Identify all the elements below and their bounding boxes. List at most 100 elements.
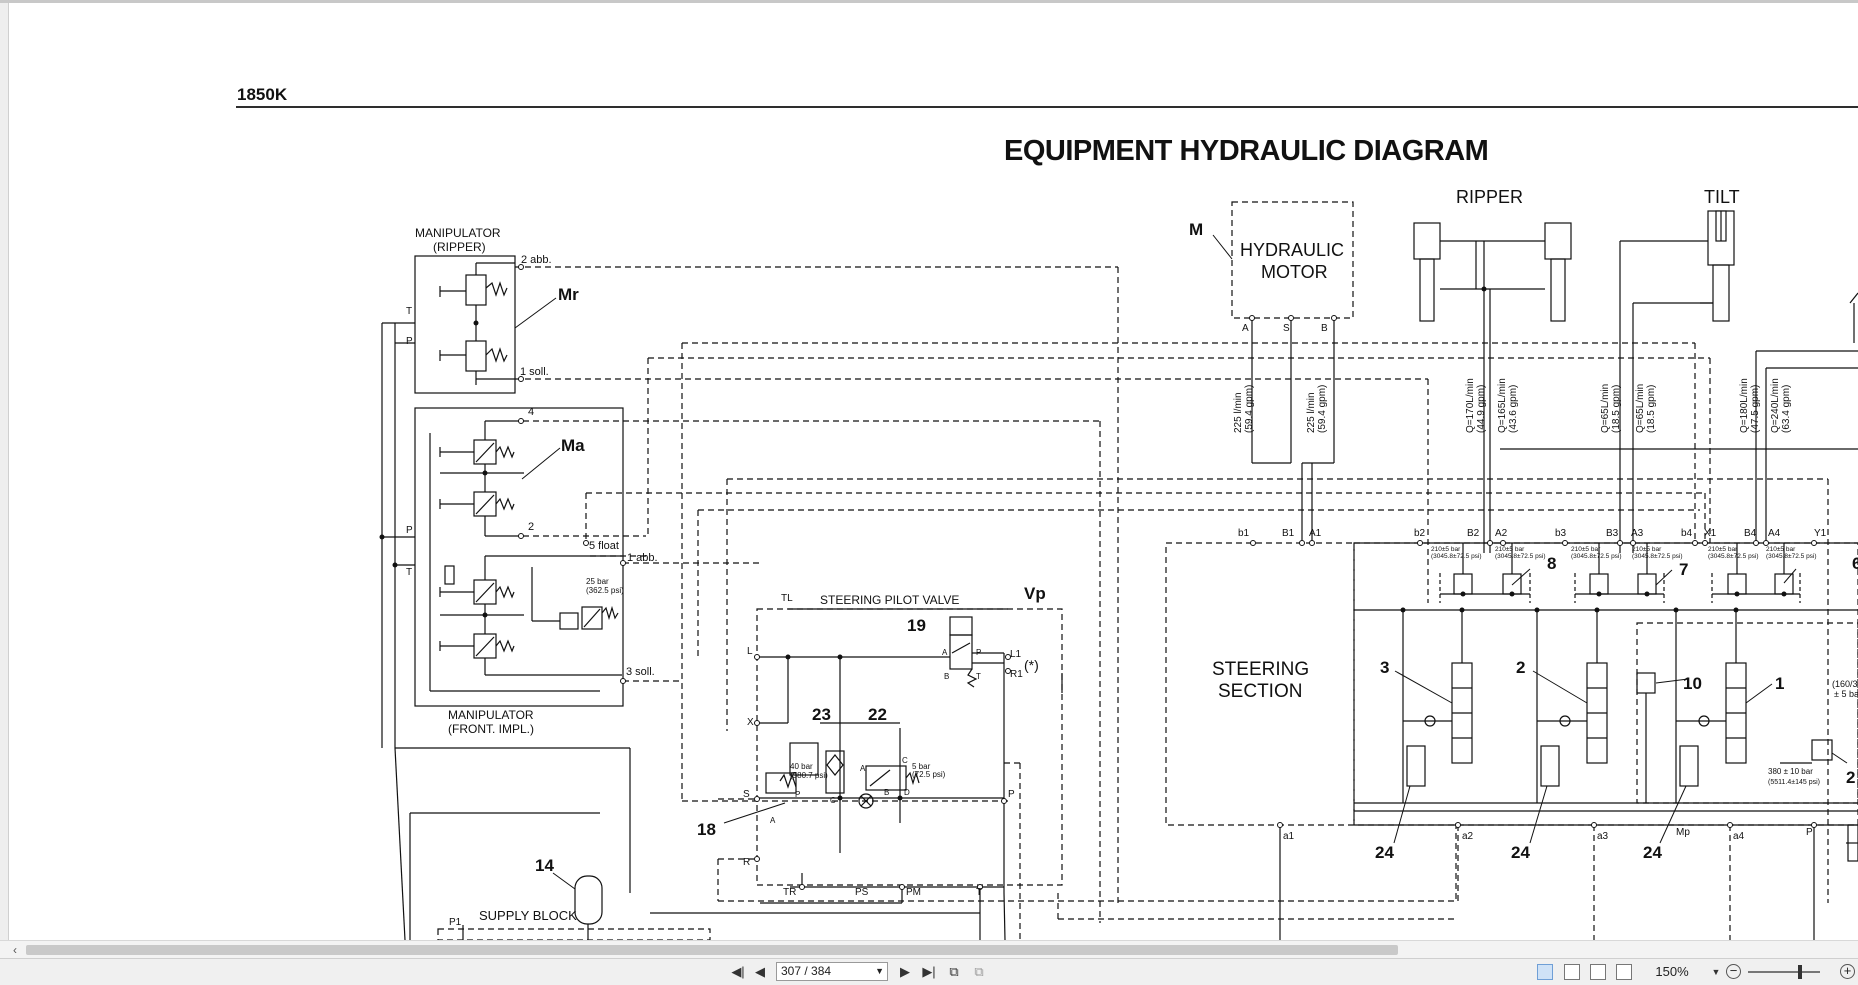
motor-label-2: MOTOR <box>1261 262 1328 282</box>
flow-1-gpm: (59.4 gpm) <box>1244 385 1255 433</box>
port-4: 4 <box>528 406 534 418</box>
valve19-port-a: A <box>942 648 948 657</box>
relief-1-bar: 210±5 bar <box>1431 546 1461 553</box>
callout-2: 2 <box>1516 658 1525 677</box>
pilot-port-p: P <box>1008 789 1015 800</box>
port-b2-lower: b2 <box>1414 528 1426 539</box>
first-page-icon[interactable]: ◀| <box>731 964 745 979</box>
last-page-icon[interactable]: ▶| <box>922 964 936 979</box>
ma-label: Ma <box>561 436 585 455</box>
motor-port-a: A <box>1242 323 1249 334</box>
pilot-port-ps: PS <box>855 887 869 898</box>
pilot-port-r1: R1 <box>1010 669 1023 680</box>
setting-160-partial: (160/3 <box>1832 679 1858 689</box>
port-1-soll: 1 soll. <box>520 366 549 378</box>
zoom-dropdown-icon[interactable]: ▼ <box>1711 967 1721 977</box>
port-a4: A4 <box>1768 528 1781 539</box>
relief-3-psi: (3045.8±72.5 psi) <box>1571 553 1622 560</box>
setting-5bar-partial: ± 5 ba <box>1834 689 1858 699</box>
motor-label-1: HYDRAULIC <box>1240 240 1344 260</box>
zoom-out-icon[interactable]: − <box>1726 964 1741 979</box>
port-a3-lower: a3 <box>1597 831 1609 842</box>
scroll-thumb[interactable] <box>26 945 1398 955</box>
port-2: 2 <box>528 521 534 533</box>
pilot-port-pm: PM <box>906 887 921 898</box>
viewer-left-edge <box>0 3 9 940</box>
port-a2-lower: a2 <box>1462 831 1474 842</box>
page-dropdown-icon[interactable]: ▼ <box>875 966 884 976</box>
manip-front-label-2: (FRONT. IMPL.) <box>448 722 534 736</box>
pilot-port-t: T <box>976 887 982 898</box>
port-b3: B3 <box>1606 528 1619 539</box>
flow-6-lpm: Q=65L/min <box>1635 384 1646 433</box>
zoom-level[interactable]: 150% <box>1655 964 1689 979</box>
relief-5-psi: (3045.8±72.5 psi) <box>1708 553 1759 560</box>
setting-25-psi: (362.5 psi) <box>586 586 624 595</box>
setting-380-psi: (5511.4±145 psi) <box>1768 779 1820 786</box>
flow-7-lpm: Q=180L/min <box>1739 378 1750 433</box>
viewer-toolbar: ◀| ◀ 307 / 384 ▼ ▶ ▶| ⧉ ⧉ 150% ▼ − + <box>0 958 1858 985</box>
valve-19-solenoid <box>949 616 973 636</box>
port-5-float: 5 float <box>589 540 619 552</box>
relief-6-psi: (3045.8±72.5 psi) <box>1766 553 1817 560</box>
port-a1-lower: a1 <box>1283 831 1295 842</box>
tilt-label: TILT <box>1704 187 1740 207</box>
relief-1-psi: (3045.8±72.5 psi) <box>1431 553 1482 560</box>
callout-23: 23 <box>812 705 831 724</box>
relief-4-bar: 210±5 bar <box>1632 546 1662 553</box>
horizontal-scrollbar[interactable]: ‹ <box>0 940 1858 959</box>
page-number-field[interactable]: 307 / 384 ▼ <box>776 962 888 981</box>
port-b4-lower: b4 <box>1681 528 1693 539</box>
manip-port-p-lower: P <box>406 525 413 536</box>
single-page-view-icon[interactable] <box>1537 964 1553 980</box>
manip-port-p-upper: P <box>406 336 413 347</box>
zoom-in-icon[interactable]: + <box>1840 964 1855 979</box>
mr-label: Mr <box>558 285 579 304</box>
valve18-port-p: P <box>795 790 800 799</box>
manip-ripper-label-1: MANIPULATOR <box>415 226 501 240</box>
flow-3-gpm: (44.9 gpm) <box>1476 385 1487 433</box>
port-p-main: P <box>1806 827 1813 838</box>
callout-24-c: 24 <box>1643 843 1662 862</box>
pilot-port-l: L <box>747 646 753 657</box>
setting-40-psi: (580.7 psi) <box>790 771 828 780</box>
port-b2: B2 <box>1467 528 1480 539</box>
port-mp: Mp <box>1676 827 1690 838</box>
note-star: (*) <box>1024 657 1039 673</box>
callout-19: 19 <box>907 616 926 635</box>
valve18-port-c: C <box>830 796 836 805</box>
accumulator-14 <box>574 875 603 925</box>
ripper-label: RIPPER <box>1456 187 1523 207</box>
callout-14: 14 <box>535 856 554 875</box>
pilot-port-tl: TL <box>781 593 793 604</box>
previous-page-icon[interactable]: ◀ <box>755 964 765 979</box>
manipulator-ripper-box <box>414 255 516 394</box>
relief-5-bar: 210±5 bar <box>1708 546 1738 553</box>
zoom-slider[interactable] <box>1748 965 1820 979</box>
steering-pilot-valve-label: STEERING PILOT VALVE <box>820 593 959 607</box>
flow-4-gpm: (43.6 gpm) <box>1508 385 1519 433</box>
callout-6-partial: 6 <box>1852 554 1858 573</box>
continuous-facing-view-icon[interactable] <box>1616 964 1632 980</box>
hydraulic-diagram: 1850K EQUIPMENT HYDRAULIC DIAGRAM RIPPER… <box>236 85 1858 940</box>
pilot-port-l1: L1 <box>1010 649 1022 660</box>
port-a4-lower: a4 <box>1733 831 1745 842</box>
scroll-left-arrow-icon[interactable]: ‹ <box>13 943 17 957</box>
manip-front-label-1: MANIPULATOR <box>448 708 534 722</box>
relief-3-bar: 210±5 bar <box>1571 546 1601 553</box>
valve18-port-a: A <box>770 816 776 825</box>
setting-5-bar: 5 bar <box>912 762 931 771</box>
continuous-view-icon[interactable] <box>1564 964 1580 980</box>
valve22-port-a: A <box>860 764 866 773</box>
valve22-port-d: D <box>904 788 910 797</box>
copy-page-icon[interactable]: ⧉ <box>974 964 984 979</box>
valve22-port-c: C <box>902 756 908 765</box>
steering-section-label-1: STEERING <box>1212 659 1309 680</box>
port-b1: B1 <box>1282 528 1295 539</box>
relief-2-psi: (3045.8±72.5 psi) <box>1495 553 1546 560</box>
rotate-page-icon[interactable]: ⧉ <box>949 964 959 979</box>
next-page-icon[interactable]: ▶ <box>900 964 910 979</box>
valve-18 <box>789 742 819 776</box>
zoom-slider-knob[interactable] <box>1798 965 1802 979</box>
facing-view-icon[interactable] <box>1590 964 1606 980</box>
